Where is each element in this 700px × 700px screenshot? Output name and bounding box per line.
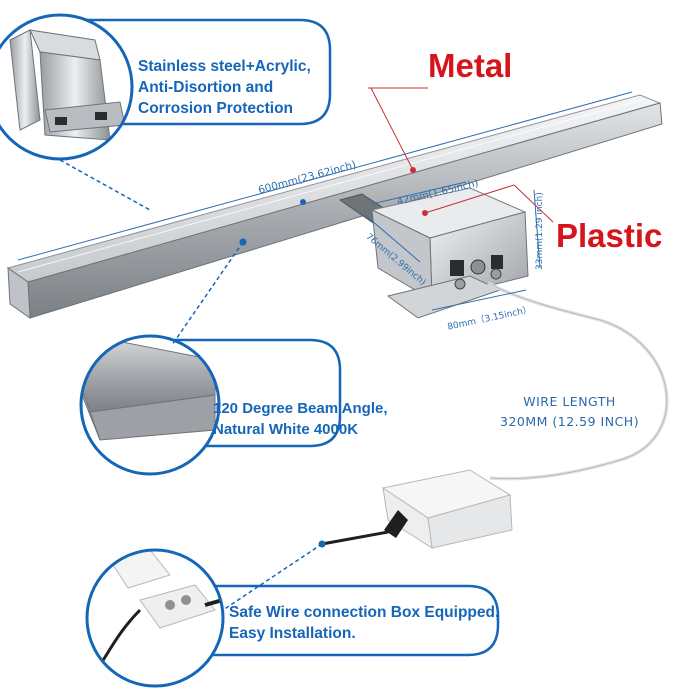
material-line-1: Stainless steel+Acrylic, (138, 58, 311, 75)
plastic-label: Plastic (556, 217, 663, 254)
box-line-2: Easy Installation. (229, 625, 356, 642)
light-bar-front (27, 102, 663, 319)
junction-box-open-icon (98, 550, 223, 666)
wire-length-title: WIRE LENGTH (523, 394, 616, 409)
bracket-closeup-icon (0, 15, 132, 159)
mounting-bracket (338, 187, 529, 319)
callout-material (0, 13, 332, 161)
junction-box (321, 469, 513, 549)
material-line-3: Corrosion Protection (138, 100, 294, 117)
material-line-2: Anti-Disortion and (138, 79, 274, 96)
height-dimension: 33mm(1.29 inch) (535, 192, 545, 270)
callout-box (85, 548, 500, 688)
wire-length-label: WIRE LENGTH 320MM (12.59 INCH) (500, 392, 639, 432)
light-bar-end (7, 267, 31, 319)
material-callout-text: Stainless steel+Acrylic, Anti-Disortion … (138, 56, 311, 119)
light-bar (6, 94, 663, 319)
box-callout-text: Safe Wire connection Box Equipped, Easy … (229, 602, 499, 644)
beam-line-2: Natural White 4000K (213, 421, 359, 438)
wire-length-value: 320MM (12.59 INCH) (500, 414, 640, 429)
beam-callout-text: 120 Degree Beam Angle, Natural White 400… (213, 398, 388, 440)
box-line-1: Safe Wire connection Box Equipped, (229, 604, 500, 621)
metal-label: Metal (428, 47, 513, 84)
beam-line-1: 120 Degree Beam Angle, (213, 400, 388, 417)
